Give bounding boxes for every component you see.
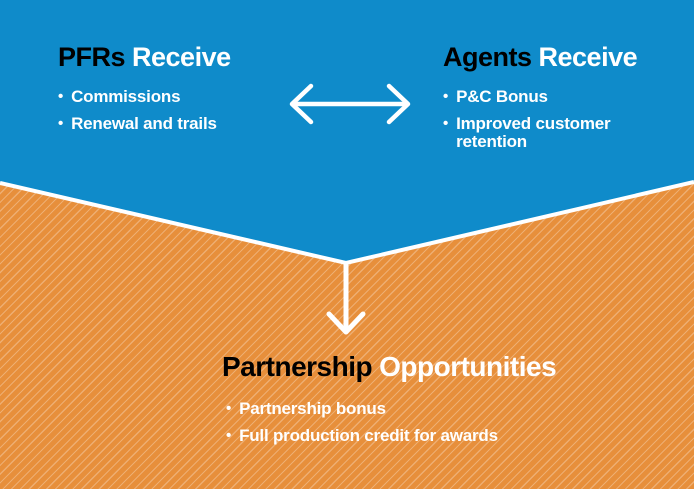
bullet-dot-icon: • bbox=[443, 115, 449, 132]
pfrs-bullet-list: • Commissions • Renewal and trails bbox=[58, 88, 231, 133]
bullet-dot-icon: • bbox=[58, 115, 64, 132]
agents-title-dark: Agents bbox=[443, 42, 532, 72]
agents-title-light: Receive bbox=[538, 42, 638, 72]
partnership-bullet-list: • Partnership bonus • Full production cr… bbox=[226, 400, 556, 445]
bullet-text: Improved customer retention bbox=[456, 114, 611, 151]
bullet-dot-icon: • bbox=[443, 88, 449, 105]
bullet-item: • Partnership bonus bbox=[226, 400, 556, 418]
partnership-title-dark: Partnership bbox=[222, 351, 373, 382]
pfrs-title-light: Receive bbox=[132, 42, 231, 72]
pfrs-title-dark: PFRs bbox=[58, 42, 126, 72]
bullet-text: Commissions bbox=[71, 87, 181, 106]
bullet-item: • Improved customer retention bbox=[443, 115, 621, 151]
bullet-item: • Commissions bbox=[58, 88, 231, 106]
bullet-text: Renewal and trails bbox=[71, 114, 217, 133]
bullet-text: Partnership bonus bbox=[239, 399, 386, 418]
bullet-text: P&C Bonus bbox=[456, 87, 548, 106]
partnership-title-light: Opportunities bbox=[379, 351, 557, 382]
agents-bullet-list: • P&C Bonus • Improved customer retentio… bbox=[443, 88, 621, 151]
bullet-dot-icon: • bbox=[226, 427, 232, 444]
bullet-item: • Full production credit for awards bbox=[226, 427, 556, 445]
bullet-dot-icon: • bbox=[58, 88, 64, 105]
bullet-item: • Renewal and trails bbox=[58, 115, 231, 133]
bullet-dot-icon: • bbox=[226, 400, 232, 417]
bullet-text: Full production credit for awards bbox=[239, 426, 498, 445]
bullet-item: • P&C Bonus bbox=[443, 88, 621, 106]
